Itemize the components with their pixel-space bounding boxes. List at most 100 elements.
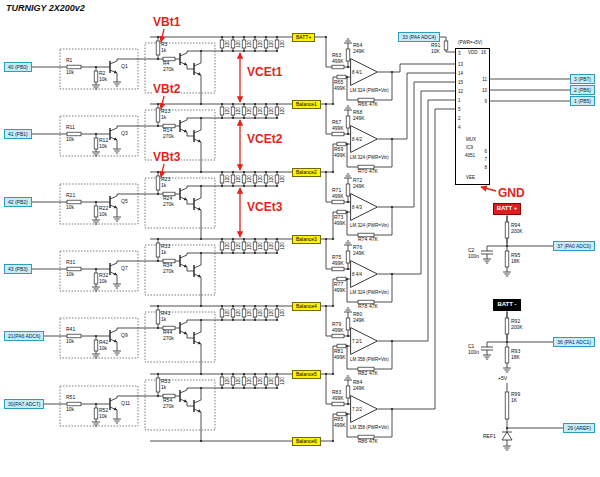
transistor-base xyxy=(109,128,110,140)
connector-pin-label: 3 (PB7) xyxy=(570,74,595,84)
part-label: 249K xyxy=(353,49,365,54)
node-text: 43 (PB3) xyxy=(8,266,28,272)
wire xyxy=(326,37,327,67)
transistor-emitter xyxy=(194,409,201,412)
resistor-value: 120 xyxy=(269,242,274,250)
wire xyxy=(187,334,194,338)
resistor-value: 120 xyxy=(236,175,241,183)
darlington-group-outline xyxy=(145,312,215,362)
node-text: 7 2/2 xyxy=(352,407,362,412)
part-label: 10k xyxy=(66,339,74,344)
part-label: Q5 xyxy=(121,199,128,204)
resistor-value: 120 xyxy=(258,377,263,385)
resistor-symbol xyxy=(67,267,81,271)
transistor-base xyxy=(193,198,194,210)
junction-dot xyxy=(243,373,245,375)
junction-dot xyxy=(391,408,393,410)
connector-pin-label: 43 (PB3) xyxy=(4,264,32,274)
ground-symbol xyxy=(95,358,97,359)
resistor-value: 120 xyxy=(269,40,274,48)
node-text: 9 xyxy=(484,99,487,104)
wire-connector xyxy=(490,79,570,80)
wire xyxy=(187,200,194,204)
transistor-collector xyxy=(194,265,201,268)
junction-dot xyxy=(221,103,223,105)
junction-dot xyxy=(325,171,327,173)
part-label: R83 xyxy=(332,390,341,395)
junction-dot xyxy=(265,238,267,240)
resistor-symbol xyxy=(253,175,257,183)
junction-dot xyxy=(221,373,223,375)
ground-symbol xyxy=(345,310,350,311)
transistor-base xyxy=(193,332,194,344)
junction-dot xyxy=(265,50,267,52)
part-label: R66 xyxy=(358,102,367,107)
part-label: R43 xyxy=(161,311,170,316)
ground-symbol xyxy=(344,245,352,246)
connector-pin-label: 1 (PB5) xyxy=(570,96,595,106)
transistor-base xyxy=(109,61,110,73)
node-text: 8 4/2 xyxy=(352,137,362,142)
part-label: 499K xyxy=(334,288,346,293)
resistor-value: 120 xyxy=(247,107,252,115)
ground-symbol xyxy=(504,370,509,371)
ground-symbol xyxy=(344,178,352,179)
ground-symbol xyxy=(506,450,508,451)
transistor-emitter xyxy=(110,272,117,275)
part-label: C2 xyxy=(468,248,474,253)
ground-symbol xyxy=(506,276,508,277)
opamp-symbol: 8 4/1LM 324 (PWR=Vin) xyxy=(350,58,378,86)
ground-symbol xyxy=(347,241,349,242)
transistor-arrow xyxy=(198,409,201,412)
ground-symbol xyxy=(116,355,118,356)
resistor-value: 120 xyxy=(280,377,285,385)
node-text: Balance4 xyxy=(296,303,317,309)
wire xyxy=(326,104,327,134)
resistor-symbol xyxy=(242,309,246,317)
ground-symbol xyxy=(92,287,100,288)
resistor-symbol xyxy=(346,318,350,330)
annotation-label: VCEt1 xyxy=(246,66,283,78)
part-label: R81 xyxy=(334,349,343,354)
junction-dot xyxy=(200,319,202,321)
ground-symbol xyxy=(483,355,491,356)
node-text: 16 xyxy=(481,50,486,55)
resistor-symbol xyxy=(444,41,448,50)
resistor-symbol xyxy=(505,318,509,334)
junction-dot xyxy=(200,387,202,389)
opamp-outline xyxy=(351,126,378,153)
resistor-symbol xyxy=(67,65,81,69)
ground-symbol xyxy=(92,152,100,153)
annotation-arrow xyxy=(239,53,240,102)
part-label: R12 xyxy=(99,138,108,143)
junction-dot xyxy=(200,440,202,442)
junction-dot xyxy=(276,373,278,375)
transistor-arrow xyxy=(184,62,187,65)
node-text: 5 xyxy=(458,107,461,112)
resistor-symbol xyxy=(505,251,509,267)
part-label: 10k xyxy=(99,77,107,82)
transistor-collector xyxy=(110,330,117,333)
annotation-label: VCEt2 xyxy=(246,133,283,145)
transistor-emitter xyxy=(110,205,117,208)
junction-dot xyxy=(243,36,245,38)
wire xyxy=(201,75,202,104)
part-label: 249K xyxy=(353,251,365,256)
resistor-symbol xyxy=(337,210,346,214)
net-label: Balance6 xyxy=(292,437,321,446)
transistor-base xyxy=(193,63,194,75)
resistor-symbol xyxy=(156,41,160,55)
wire xyxy=(201,186,202,198)
part-label: REF1 xyxy=(483,434,496,439)
connector-pin-label: 21(PA6 ADC6) xyxy=(4,331,44,341)
transistor-emitter xyxy=(180,399,187,402)
part-label: R93 xyxy=(511,349,520,354)
transistor-emitter xyxy=(110,70,117,73)
opamp-outline xyxy=(351,59,378,86)
wire xyxy=(347,144,348,167)
resistor-symbol xyxy=(346,251,350,263)
transistor-arrow xyxy=(114,272,117,275)
resistor-symbol xyxy=(264,40,268,48)
part-label: R70 xyxy=(358,169,367,174)
